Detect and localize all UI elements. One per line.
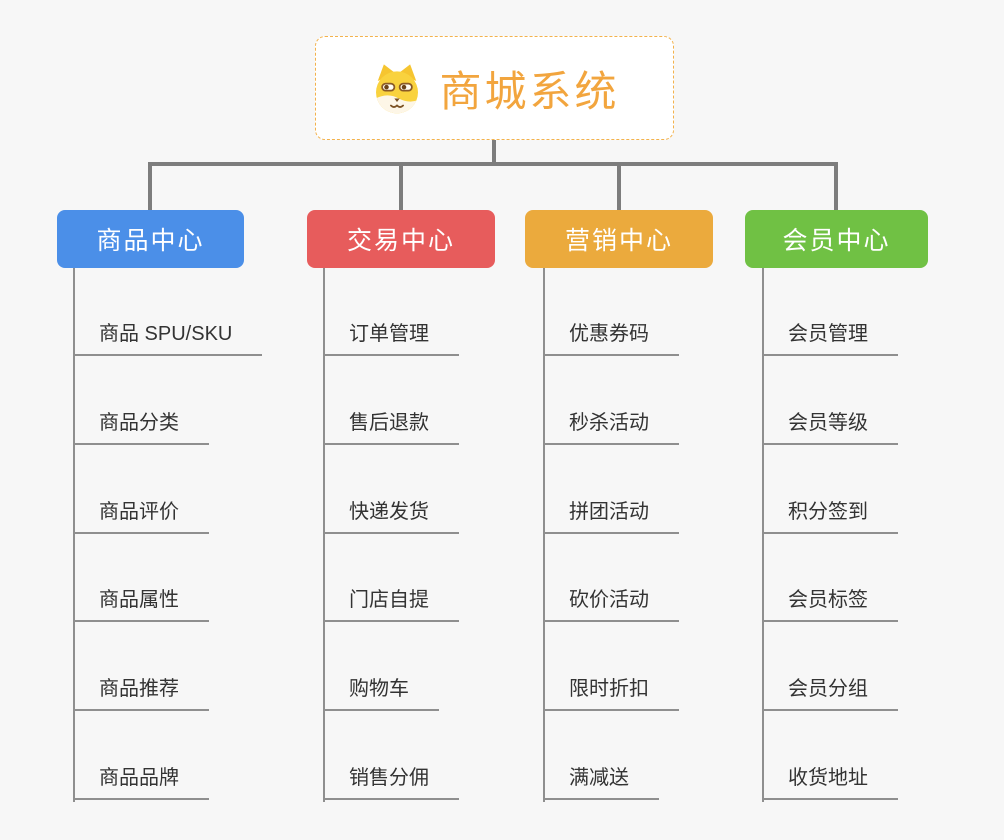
branch-spine-trade	[323, 268, 325, 802]
leaf-node[interactable]: 满减送	[543, 768, 659, 800]
leaf-node[interactable]: 商品分类	[73, 413, 209, 445]
branch-spine-product	[73, 268, 75, 802]
leaf-node[interactable]: 商品 SPU/SKU	[73, 324, 263, 356]
leaf-node[interactable]: 购物车	[323, 679, 439, 711]
leaf-node[interactable]: 订单管理	[323, 324, 459, 356]
connector-drop-product	[148, 162, 152, 210]
leaf-node[interactable]: 会员管理	[762, 324, 898, 356]
connector-horizontal-bar	[148, 162, 838, 166]
branch-spine-member	[762, 268, 764, 802]
leaf-node[interactable]: 商品推荐	[73, 679, 209, 711]
leaf-node[interactable]: 积分签到	[762, 502, 898, 534]
leaf-node[interactable]: 销售分佣	[323, 768, 459, 800]
leaf-node[interactable]: 商品评价	[73, 502, 209, 534]
branch-node-marketing-center[interactable]: 营销中心	[525, 210, 713, 268]
connector-drop-member	[834, 162, 838, 210]
branch-spine-marketing	[543, 268, 545, 802]
leaf-node[interactable]: 优惠券码	[543, 324, 679, 356]
connector-root-stub	[492, 140, 496, 164]
connector-drop-trade	[399, 162, 403, 210]
leaf-node[interactable]: 商品属性	[73, 590, 209, 622]
leaf-node[interactable]: 会员分组	[762, 679, 898, 711]
leaf-node[interactable]: 拼团活动	[543, 502, 679, 534]
root-node-title: 商城系统	[439, 67, 620, 115]
branch-node-member-center[interactable]: 会员中心	[745, 210, 928, 268]
root-node-mall-system[interactable]: 商城系统	[315, 36, 674, 140]
leaf-node[interactable]: 商品品牌	[73, 768, 209, 800]
leaf-node[interactable]: 秒杀活动	[543, 413, 679, 445]
leaf-node[interactable]: 收货地址	[762, 768, 898, 800]
connector-drop-marketing	[617, 162, 621, 210]
leaf-node[interactable]: 门店自提	[323, 590, 459, 622]
leaf-node[interactable]: 会员等级	[762, 413, 898, 445]
branch-node-trade-center[interactable]: 交易中心	[307, 210, 495, 268]
leaf-node[interactable]: 售后退款	[323, 413, 459, 445]
leaf-node[interactable]: 会员标签	[762, 590, 898, 622]
branch-node-product-center[interactable]: 商品中心	[57, 210, 244, 268]
leaf-node[interactable]: 快递发货	[323, 502, 459, 534]
leaf-node[interactable]: 限时折扣	[543, 679, 679, 711]
dog-face-icon	[376, 64, 419, 114]
leaf-node[interactable]: 砍价活动	[543, 590, 679, 622]
